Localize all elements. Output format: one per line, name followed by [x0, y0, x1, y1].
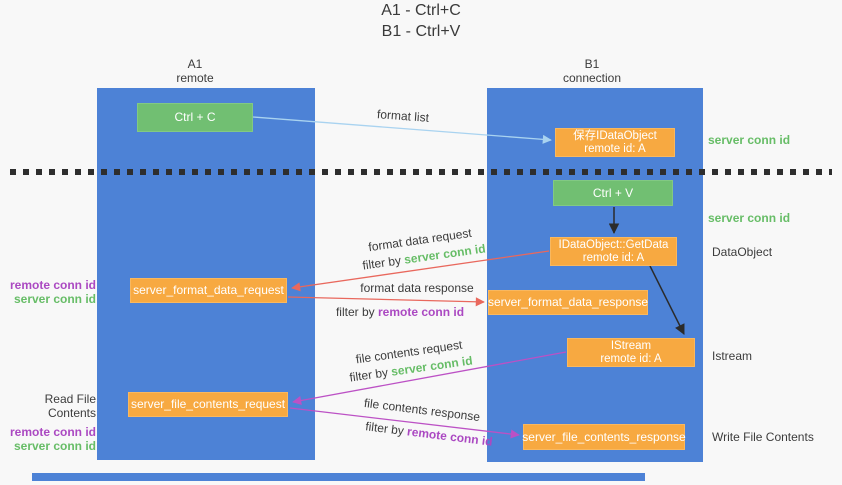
node-istream-line1: IStream [610, 339, 652, 352]
lane-b1-name: B1 [584, 57, 600, 71]
lane-a1-name: A1 [187, 57, 203, 71]
label-server-conn-id-mid: server conn id [708, 211, 791, 225]
node-server-file-contents-request: server_file_contents_request [128, 392, 288, 417]
node-idataobject-getdata: IDataObject::GetData remote id: A [550, 237, 677, 266]
arrow-label-filter-remote-1: filter by remote conn id [336, 305, 464, 319]
remote-conn-id-text: remote conn id [406, 424, 494, 449]
bottom-window-edge [32, 473, 645, 481]
diagram-title: A1 - Ctrl+C B1 - Ctrl+V [0, 0, 842, 42]
label-server-conn-id-top: server conn id [708, 133, 791, 147]
node-istream: IStream remote id: A [567, 338, 695, 367]
arrow-label-format-list: format list [376, 107, 430, 125]
lane-a1-role: remote [176, 71, 214, 85]
node-istream-line2: remote id: A [600, 352, 662, 365]
label-remote-conn-id-1: remote conn id [9, 278, 96, 292]
label-remote-conn-id-2: remote conn id [9, 425, 96, 439]
node-file-response-label: server_file_contents_response [522, 429, 686, 444]
arrow-label-file-contents-response: file contents response [363, 395, 481, 425]
node-ctrl-v-label: Ctrl + V [592, 185, 634, 200]
node-ctrl-c: Ctrl + C [137, 103, 253, 132]
filter-by-text: filter by [348, 365, 389, 385]
node-server-file-contents-response: server_file_contents_response [522, 424, 686, 450]
title-line-2: B1 - Ctrl+V [381, 23, 461, 40]
arrow-label-filter-remote-2: filter by remote conn id [365, 419, 494, 449]
node-server-format-data-request: server_format_data_request [130, 278, 287, 303]
lane-header-a1: A1 remote [176, 57, 213, 85]
arrow-label-format-data-response: format data response [360, 281, 474, 295]
filter-by-text: filter by [364, 419, 405, 438]
lane-b1-role: connection [562, 71, 622, 85]
label-server-conn-id-2: server conn id [13, 439, 96, 453]
label-write-file-contents: Write File Contents [712, 430, 814, 444]
dotted-divider [10, 169, 832, 175]
label-group-format-conn-ids: remote conn id server conn id [0, 278, 96, 306]
node-getdata-line1: IDataObject::GetData [558, 238, 669, 251]
filter-by-text: filter by [361, 253, 402, 273]
node-getdata-line2: remote id: A [582, 251, 645, 264]
remote-conn-id-text: remote conn id [378, 305, 465, 319]
arrow-format-data-response [287, 296, 485, 307]
lane-header-b1: B1 connection [563, 57, 621, 85]
title-line-1: A1 - Ctrl+C [381, 2, 461, 19]
node-server-format-data-response: server_format_data_response [488, 290, 648, 315]
node-ctrl-c-label: Ctrl + C [174, 110, 216, 124]
node-format-request-label: server_format_data_request [133, 283, 284, 297]
node-save-idataobject: 保存IDataObject remote id: A [555, 128, 675, 157]
label-group-file-conn-ids: Read File Contents remote conn id server… [0, 392, 96, 453]
node-format-response-label: server_format_data_response [487, 295, 649, 309]
label-read-file-contents: Read File Contents [44, 392, 96, 420]
node-save-line1: 保存IDataObject [573, 129, 657, 142]
node-file-request-label: server_file_contents_request [130, 397, 286, 411]
node-ctrl-v: Ctrl + V [553, 180, 673, 206]
label-istream: Istream [712, 349, 753, 363]
label-dataobject: DataObject [712, 245, 773, 259]
filter-by-text: filter by [335, 305, 375, 319]
node-save-line2: remote id: A [584, 142, 646, 155]
label-server-conn-id-1: server conn id [13, 292, 96, 306]
